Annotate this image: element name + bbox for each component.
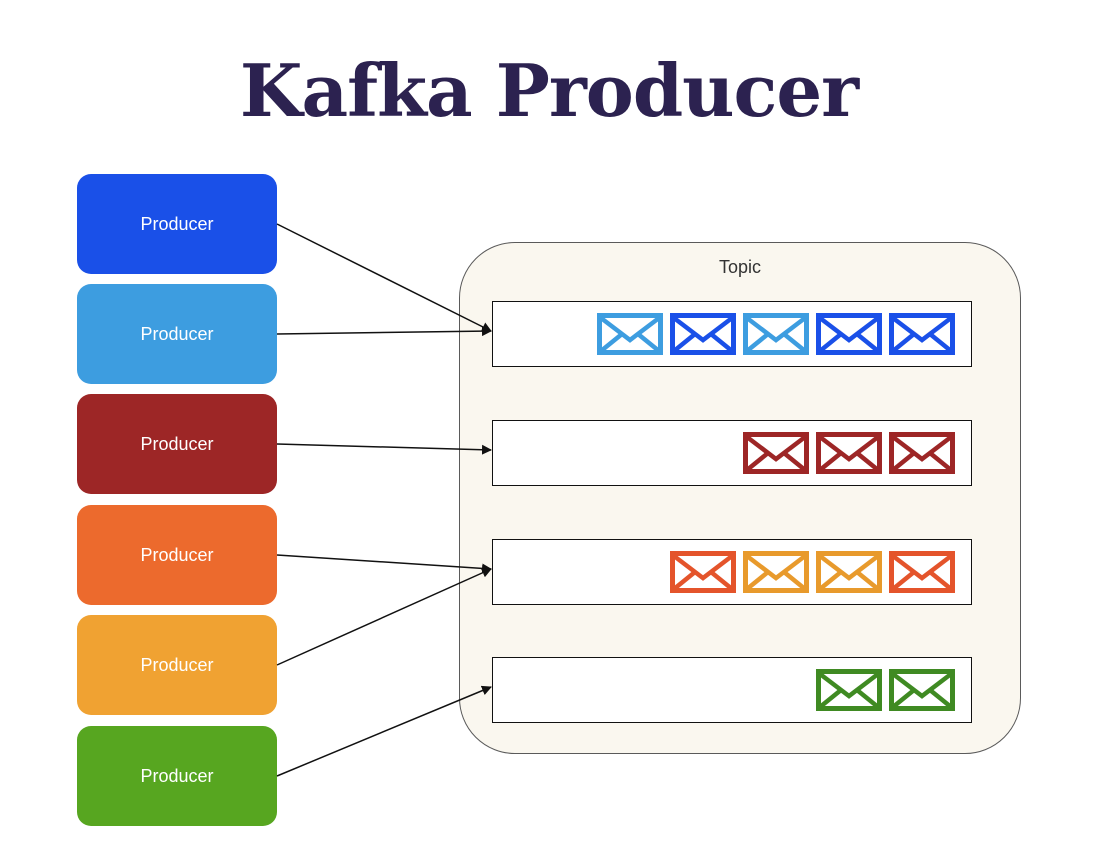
producer-label: Producer bbox=[140, 433, 214, 454]
producer-label: Producer bbox=[140, 323, 214, 344]
producer-label: Producer bbox=[140, 765, 214, 786]
producer-box-1: Producer bbox=[77, 174, 277, 274]
producer-label: Producer bbox=[140, 213, 214, 234]
topic-label: Topic bbox=[718, 257, 762, 277]
envelope-icon bbox=[816, 313, 882, 355]
envelope-icon bbox=[889, 551, 955, 593]
producer-box-4: Producer bbox=[77, 505, 277, 605]
producer-label: Producer bbox=[140, 544, 214, 565]
envelope-icon bbox=[743, 551, 809, 593]
page-title: Kafka Producer bbox=[239, 48, 859, 133]
envelope-icon bbox=[889, 313, 955, 355]
envelope-icon bbox=[889, 669, 955, 711]
envelope-icon bbox=[816, 669, 882, 711]
producer-label: Producer bbox=[140, 654, 214, 675]
producer-box-3: Producer bbox=[77, 394, 277, 494]
envelope-icon bbox=[597, 313, 663, 355]
envelope-icon bbox=[743, 432, 809, 474]
envelope-icon bbox=[889, 432, 955, 474]
envelope-icon bbox=[743, 313, 809, 355]
producer-box-6: Producer bbox=[77, 726, 277, 826]
envelope-icon bbox=[816, 432, 882, 474]
envelope-icon bbox=[670, 313, 736, 355]
producer-box-2: Producer bbox=[77, 284, 277, 384]
producer-box-5: Producer bbox=[77, 615, 277, 715]
envelope-icon bbox=[670, 551, 736, 593]
envelope-icon bbox=[816, 551, 882, 593]
